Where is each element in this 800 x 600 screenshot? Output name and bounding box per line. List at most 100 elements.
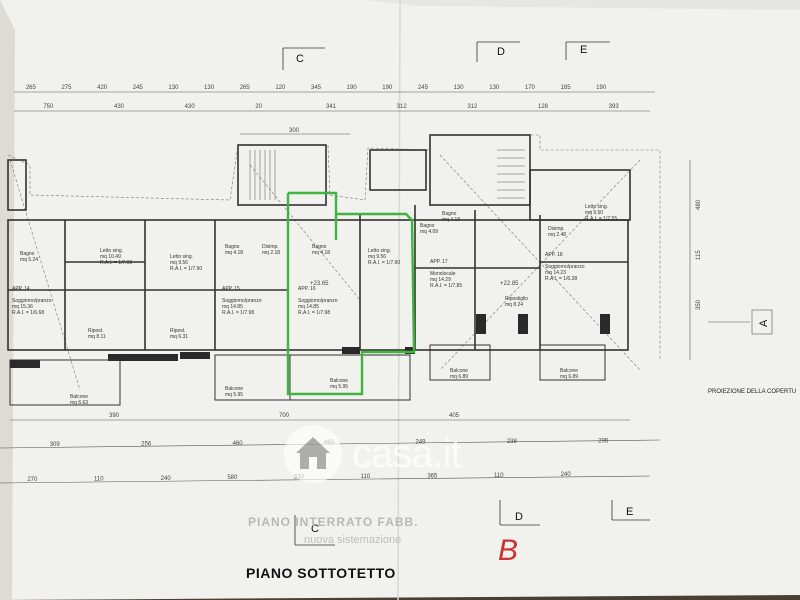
apartment-room-name: Soggiorno/pranzo <box>545 264 585 270</box>
dimension-label: 295 <box>598 438 609 444</box>
room-name: Disimp. <box>548 226 565 232</box>
apartment-id: APP. 14 <box>12 286 30 292</box>
room-name: Bagno <box>312 244 327 250</box>
faded-underlay-title: PIANO INTERRATO FABB. <box>248 515 419 529</box>
level-marker: +23.65 <box>310 281 329 287</box>
dimension-label: 115 <box>696 250 702 260</box>
apartment-area: mq 15.36 <box>12 304 33 310</box>
dimension-label: 430 <box>114 104 125 110</box>
dimension-label: 240 <box>161 476 172 482</box>
room-area: mq 5.24 <box>20 257 38 263</box>
dimension-label: 750 <box>43 104 54 110</box>
apartment-area: mq 14.23 <box>545 270 566 276</box>
dimension-label: 300 <box>289 128 300 134</box>
room-rai: R.A.I. = 1/7.98 <box>100 260 132 266</box>
balcony-name: Balcone <box>330 378 348 384</box>
dimension-label: 365 <box>427 473 438 479</box>
dimension-label: 190 <box>347 85 358 91</box>
room-rai: R.A.I. = 1/7.90 <box>170 266 202 272</box>
building-walls <box>7 134 631 351</box>
dimension-label: 700 <box>279 413 290 419</box>
dimension-label: 393 <box>609 104 620 110</box>
dimension-label: 170 <box>525 85 536 91</box>
handwritten-mark: B <box>498 534 519 567</box>
apartment-id: APP. 17 <box>430 259 448 265</box>
room-name: Letto sing. <box>100 248 123 254</box>
balcony-outlines <box>9 344 606 406</box>
dimension-label: 130 <box>489 85 500 91</box>
projection-label: PROIEZIONE DELLA COPERTU <box>708 389 797 395</box>
room-area: mq 8.11 <box>88 334 106 340</box>
room-name: Ripostiglio <box>505 296 528 302</box>
dimension-label: 110 <box>94 476 104 482</box>
right-dimensions: 480 115 350 <box>696 199 702 310</box>
top-dimension-lines <box>14 91 655 135</box>
bottom-section-markers <box>294 500 650 546</box>
room-rai: R.A.I. = 1/7.55 <box>585 216 617 222</box>
section-d-top-label: D <box>497 46 505 58</box>
stairs <box>249 149 525 200</box>
room-name: Letto sing. <box>585 204 608 210</box>
apartment-area: mq 14.85 <box>222 304 243 310</box>
dimension-label: 190 <box>382 85 393 91</box>
balcony-area: mq 6.89 <box>450 374 468 380</box>
apartment-id: APP. 16 <box>298 286 316 292</box>
apartment-area: mq 14.29 <box>430 277 451 283</box>
room-area: mq 10.49 <box>100 254 121 260</box>
room-name: Bagno <box>420 223 435 229</box>
balcony-name: Balcone <box>225 386 243 392</box>
section-e-top-label: E <box>580 44 587 56</box>
room-area: mq 2.48 <box>548 232 566 238</box>
dimension-label: 390 <box>109 413 120 419</box>
room-area: mq 9.56 <box>368 254 386 260</box>
room-name: Disimp. <box>262 244 279 250</box>
apartment-room-name: Soggiorno/pranzo <box>298 298 338 304</box>
top-dimension-row-3: 300 <box>289 128 300 134</box>
balcony-area: mq 6.63 <box>70 400 88 406</box>
apartment-id: APP. 15 <box>222 286 240 292</box>
dimension-label: 265 <box>240 85 251 91</box>
apartment-rai: R.A.I. = 1/7.85 <box>430 283 462 289</box>
dimension-label: 341 <box>326 104 337 110</box>
room-area: mq 6.31 <box>170 334 188 340</box>
dimension-label: 240 <box>561 472 572 478</box>
dimension-label: 130 <box>168 85 179 91</box>
balcony-area: mq 6.89 <box>560 374 578 380</box>
apartment-room-name: Soggiorno/pranzo <box>12 298 52 304</box>
section-marker-a: A <box>758 319 770 327</box>
dimension-label: 245 <box>418 85 429 91</box>
room-area: mq 9.56 <box>170 260 188 266</box>
room-area: mq 2.18 <box>262 250 280 256</box>
room-name: Letto sing. <box>170 254 193 260</box>
balcony-area: mq 5.95 <box>330 384 348 390</box>
dimension-label: 249 <box>415 440 426 446</box>
room-name: Letto sing. <box>368 248 391 254</box>
apartment-rai: R.A.I. = 1/6.68 <box>12 310 44 316</box>
dimension-label: 245 <box>133 85 144 91</box>
balcony-name: Balcone <box>450 368 468 374</box>
dimension-label: 20 <box>255 104 262 110</box>
dimension-label: 128 <box>538 104 549 110</box>
dimension-label: 190 <box>596 85 607 91</box>
dimension-label: 460 <box>233 441 244 447</box>
faded-underlay-subtitle: nuova sistemazione <box>304 534 402 546</box>
house-logo-icon <box>284 425 342 483</box>
dimension-label: 309 <box>50 442 61 448</box>
dimension-label: 480 <box>696 199 702 210</box>
dimension-label: 350 <box>696 299 702 310</box>
room-area: mq 9.50 <box>585 210 603 216</box>
dimension-label: 420 <box>97 85 108 91</box>
section-c-bottom-label: C <box>311 523 319 535</box>
dimension-label: 312 <box>467 104 478 110</box>
dimension-label: 345 <box>311 85 322 91</box>
dimension-label: 120 <box>275 85 286 91</box>
dimension-label: 238 <box>507 439 518 445</box>
